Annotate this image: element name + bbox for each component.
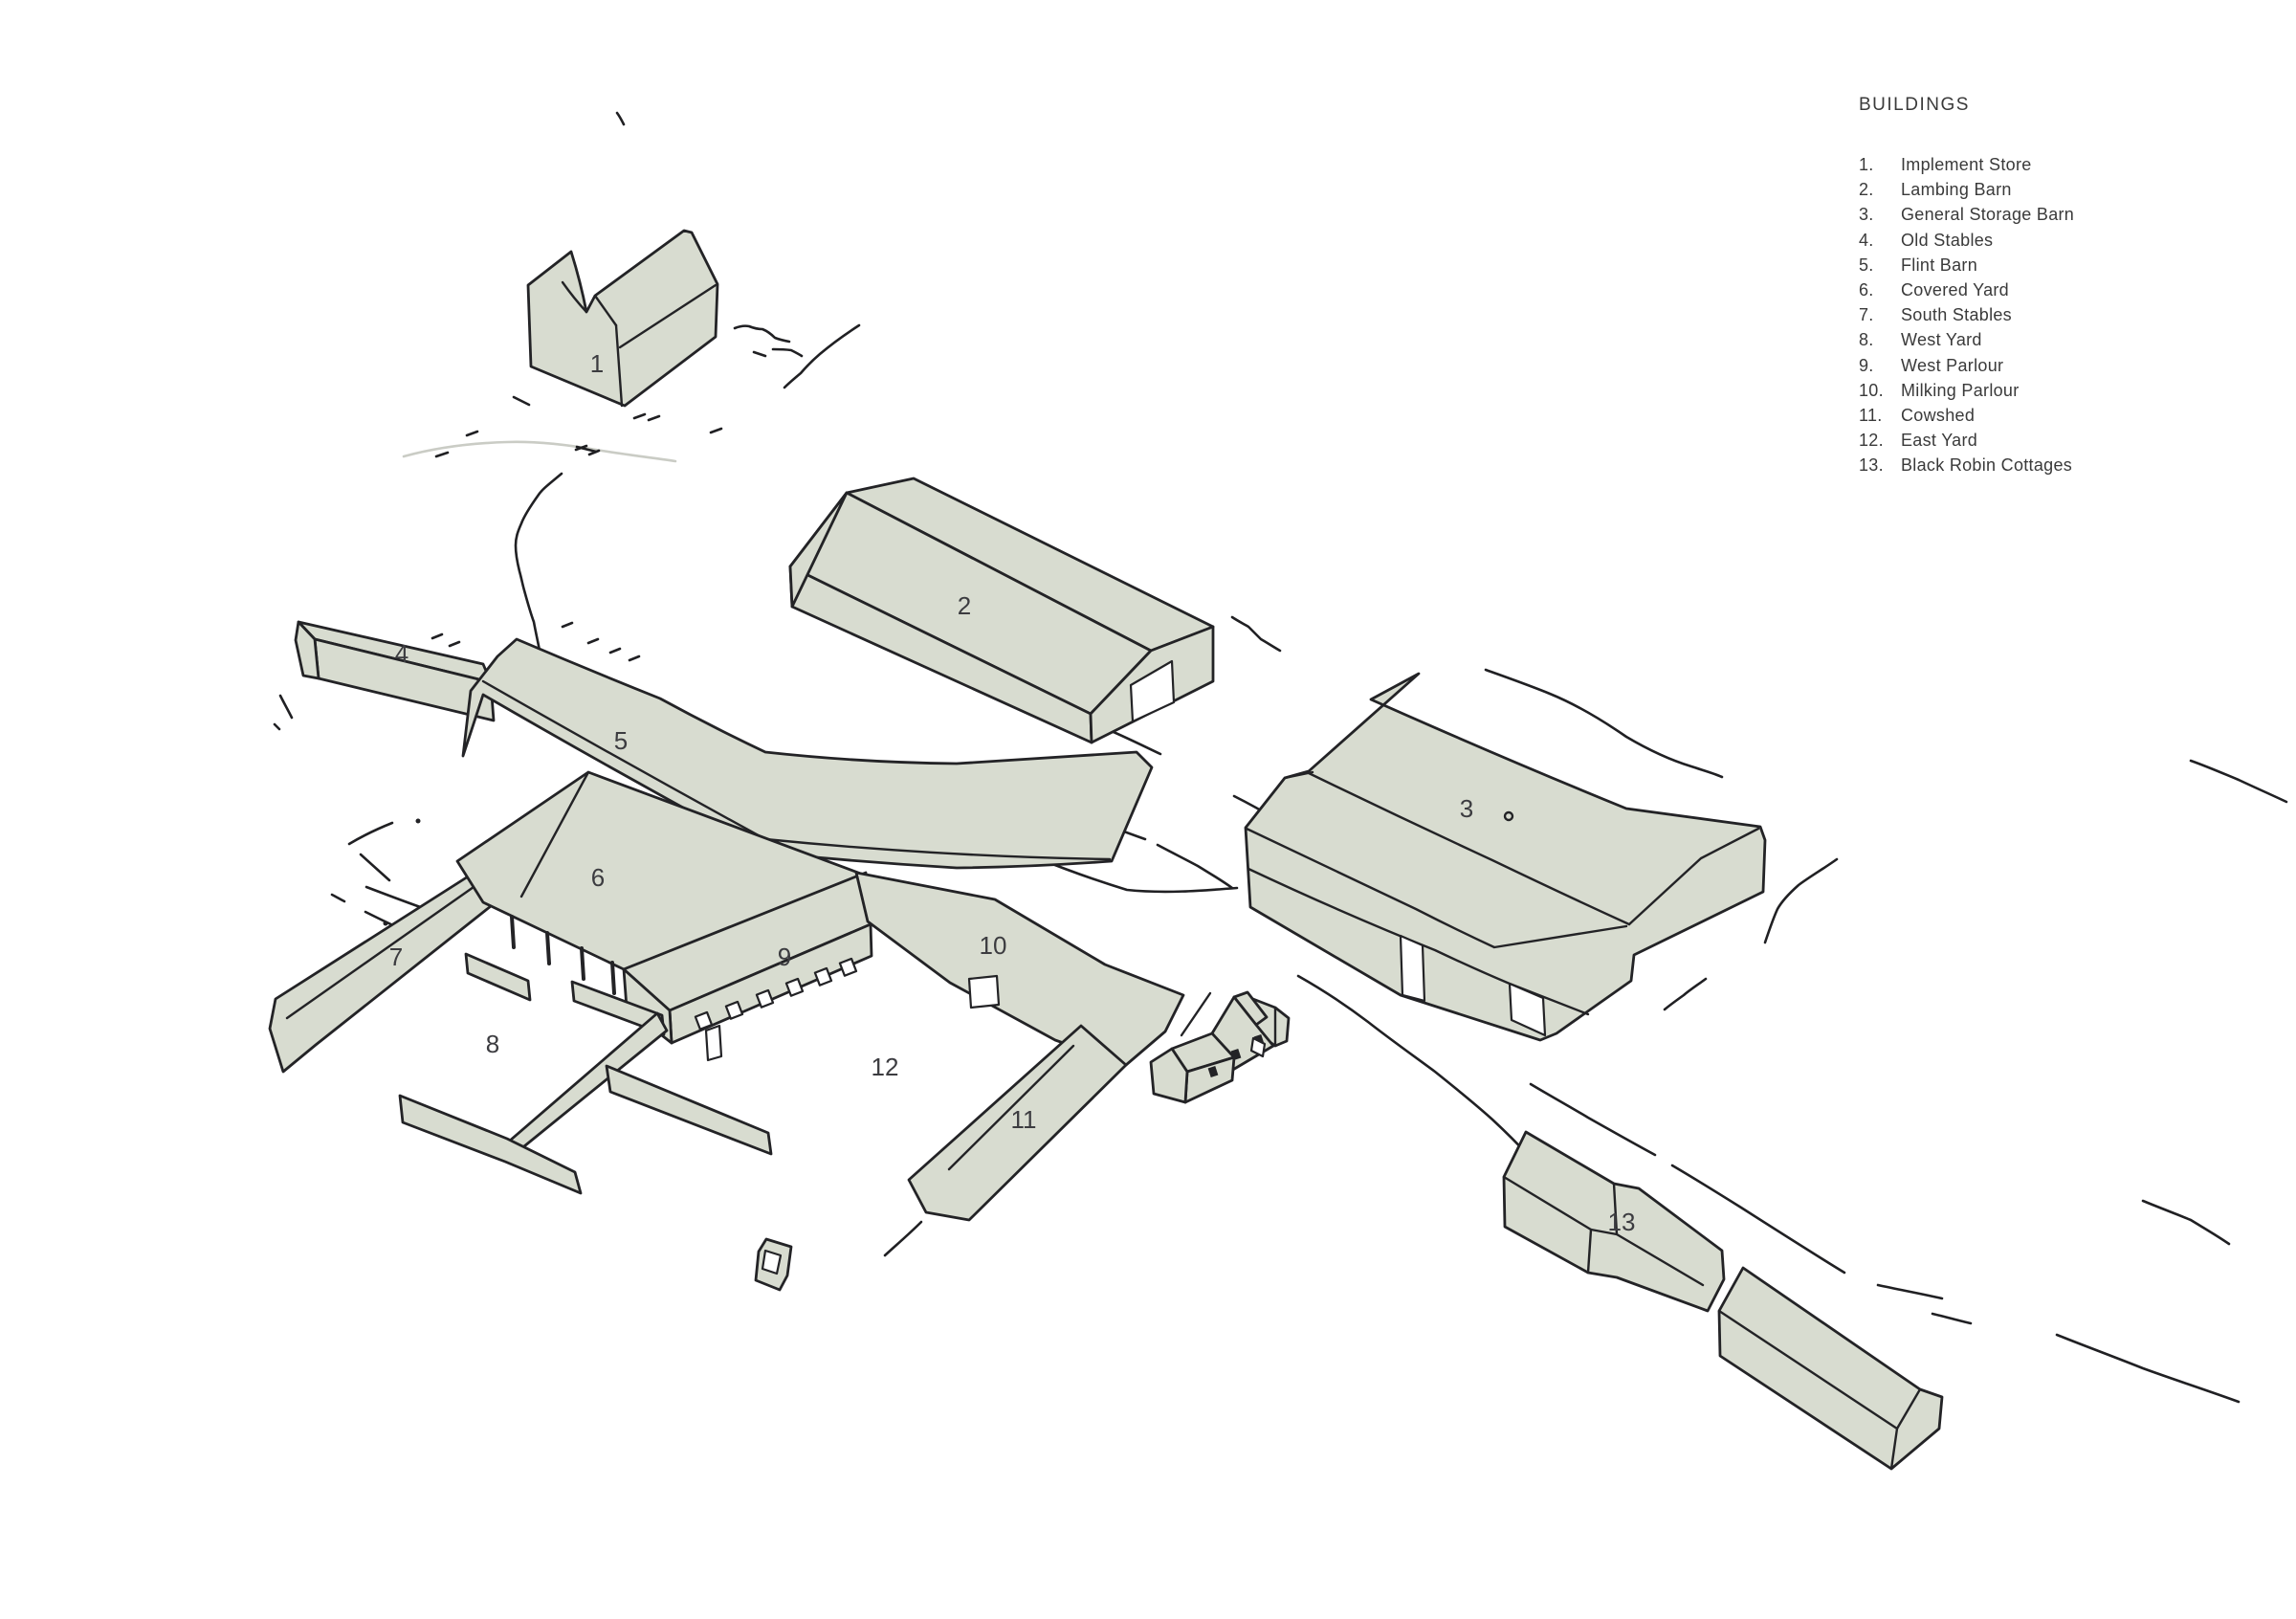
building-9-windows	[694, 957, 858, 1062]
legend-item-label: Milking Parlour	[1901, 380, 2020, 400]
legend-item-label: West Yard	[1901, 330, 1982, 350]
legend-item-number: 12.	[1859, 431, 1884, 451]
legend-item: 3. General Storage Barn	[1859, 202, 2074, 227]
legend-items: 1. Implement Store 2. Lambing Barn 3. General…	[1859, 152, 2074, 478]
building-number-6: 6	[591, 863, 605, 892]
building-number-2: 2	[958, 591, 971, 620]
building-4	[294, 620, 496, 722]
legend-item-number: 2.	[1859, 180, 1874, 200]
legend-item-number: 13.	[1859, 455, 1884, 476]
legend-item-number: 4.	[1859, 230, 1874, 250]
legend-item: 6. Covered Yard	[1859, 277, 2074, 302]
legend-item: 1. Implement Store	[1859, 152, 2074, 177]
building-number-9: 9	[778, 943, 791, 971]
building-number-11: 11	[1011, 1105, 1037, 1134]
building-2-door	[1129, 659, 1176, 723]
legend-item-label: General Storage Barn	[1901, 205, 2075, 225]
legend-item: 2. Lambing Barn	[1859, 177, 2074, 202]
building-1	[526, 229, 719, 408]
legend-item: 13. Black Robin Cottages	[1859, 453, 2074, 477]
legend-item: 11. Cowshed	[1859, 403, 2074, 428]
building-number-13: 13	[1608, 1208, 1636, 1236]
building-number-4: 4	[395, 639, 408, 668]
legend-item-label: West Parlour	[1901, 355, 2004, 375]
terrain-contours	[273, 111, 2288, 1404]
legend-item-label: South Stables	[1901, 305, 2012, 325]
legend-item-number: 6.	[1859, 280, 1874, 300]
legend-item-number: 5.	[1859, 255, 1874, 275]
building-number-5: 5	[614, 726, 628, 755]
building-13	[1502, 1130, 1944, 1471]
legend-item-label: Implement Store	[1901, 155, 2032, 174]
legend-item-label: East Yard	[1901, 431, 1978, 451]
legend-item: 4. Old Stables	[1859, 228, 2074, 253]
legend-item: 5. Flint Barn	[1859, 253, 2074, 277]
legend-item-number: 1.	[1859, 155, 1874, 174]
legend: BUILDINGS 1. Implement Store 2. Lambing Bar…	[1859, 95, 2074, 478]
wall-segment	[398, 1094, 583, 1195]
legend-item: 9. West Parlour	[1859, 353, 2074, 378]
building-9-door	[704, 1024, 723, 1062]
legend-item-number: 3.	[1859, 205, 1874, 225]
building-number-8: 8	[486, 1030, 499, 1058]
legend-item: 10. Milking Parlour	[1859, 378, 2074, 403]
building-3	[1244, 672, 1767, 1042]
yard-walls	[398, 952, 773, 1195]
covered-yard-posts	[510, 915, 616, 995]
legend-item-label: Cowshed	[1901, 406, 1976, 426]
legend-item-label: Old Stables	[1901, 230, 1994, 250]
legend-item: 12. East Yard	[1859, 428, 2074, 453]
wall-segment	[605, 1064, 773, 1156]
wall-segment	[464, 952, 532, 1002]
building-number-3: 3	[1460, 794, 1473, 823]
building-2	[788, 477, 1215, 744]
legend-item-label: Lambing Barn	[1901, 180, 2012, 200]
legend-item: 8. West Yard	[1859, 327, 2074, 352]
legend-item-number: 11.	[1859, 406, 1883, 426]
building-10	[854, 871, 1212, 1067]
building-number-12: 12	[872, 1053, 899, 1081]
legend-item-number: 7.	[1859, 305, 1874, 325]
legend-item-label: Flint Barn	[1901, 255, 1978, 275]
u-enclosure	[754, 1237, 793, 1292]
building-3-door	[1508, 982, 1547, 1037]
building-11	[907, 1024, 1128, 1222]
legend-item-label: Covered Yard	[1901, 280, 2009, 300]
building-number-1: 1	[590, 349, 604, 378]
legend-item-number: 9.	[1859, 355, 1874, 375]
legend-item-label: Black Robin Cottages	[1901, 455, 2073, 476]
building-number-7: 7	[389, 943, 403, 971]
legend-item-number: 10.	[1859, 380, 1884, 400]
cottage-cluster	[1149, 990, 1291, 1104]
building-number-10: 10	[980, 931, 1007, 960]
legend-title: BUILDINGS	[1859, 95, 1970, 115]
legend-item-number: 8.	[1859, 330, 1874, 350]
legend-item: 7. South Stables	[1859, 302, 2074, 327]
